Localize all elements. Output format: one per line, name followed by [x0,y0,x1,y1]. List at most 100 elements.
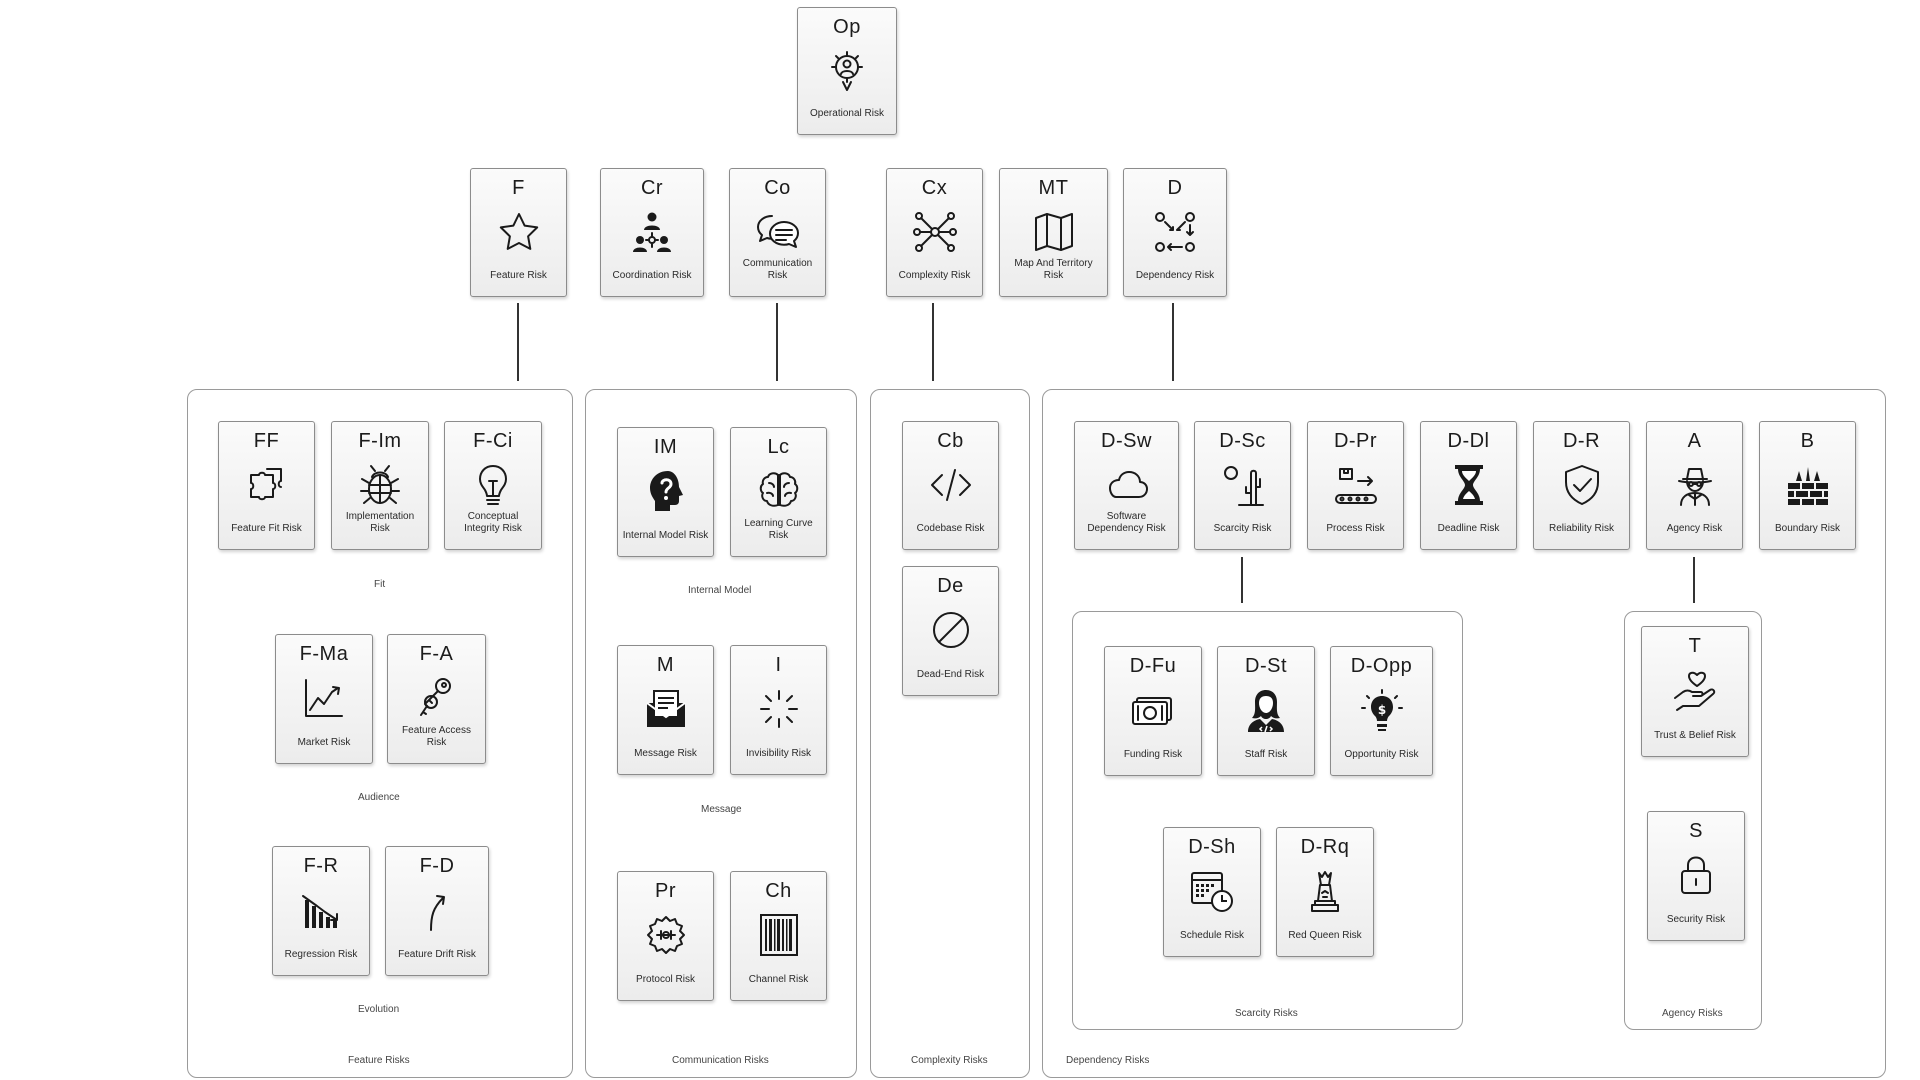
risk-code: D-Opp [1350,655,1413,677]
lightbulb-dollar-icon: $ [1358,686,1406,734]
hand-heart-icon [1671,666,1719,714]
risk-label: Map And Territory Risk [1014,258,1093,281]
risk-code: D-St [1245,655,1287,677]
connector-feature [517,303,519,381]
dependency-risks-group [1042,389,1886,1078]
risk-code: D-Fu [1129,655,1177,677]
risk-label: Trust & Belief Risk [1654,730,1736,741]
risk-code: M [656,654,675,676]
risk-code: IM [653,436,678,458]
risk-label: Regression Risk [284,949,358,960]
risk-label: Channel Risk [748,974,809,985]
code-icon [927,461,975,509]
risk-label: Operational Risk [810,108,884,119]
protocol-gear-icon [642,911,690,959]
risk-code: Co [764,177,791,199]
risk-label: Scarcity Risk [1213,523,1272,534]
envelope-icon [642,685,690,733]
risk-code: I [775,654,782,676]
risk-code: F-D [419,855,455,877]
risk-card-feature-drift-risk[interactable]: F-D Feature Drift Risk [385,846,489,976]
complexity-risks-title: Complexity Risks [911,1055,988,1066]
risk-label: Dependency Risk [1135,270,1215,281]
audience-label: Audience [358,792,400,803]
staff-person-icon [1242,686,1290,734]
risk-code: Ch [765,880,792,902]
cloud-icon [1103,461,1151,509]
risk-code: Cb [937,430,964,452]
cactus-sun-icon [1219,461,1267,509]
risk-card-opportunity-risk[interactable]: D-Opp$Opportunity Risk [1330,646,1433,776]
chart-up-icon [300,674,348,722]
risk-code: Pr [655,880,676,902]
gear-person-icon [823,47,871,95]
risk-code: F-Im [358,430,402,452]
risk-label: Conceptual Integrity Risk [464,511,522,534]
risk-label: Communication Risk [742,258,813,281]
risk-label: Funding Risk [1123,749,1183,760]
risk-label: Feature Drift Risk [398,949,476,960]
risk-label: Agency Risk [1666,523,1723,534]
risk-code: De [937,575,964,597]
star-icon [495,208,543,256]
chess-queen-icon [1301,867,1349,915]
risk-card-message-risk[interactable]: M Message Risk [617,645,714,775]
risk-label: Feature Access Risk [402,725,471,748]
chart-down-icon [297,886,345,934]
feature-risks-title: Feature Risks [348,1055,410,1066]
communication-risks-title: Communication Risks [672,1055,769,1066]
risk-label: Implementation Risk [345,511,415,534]
fit-label: Fit [374,579,386,590]
risk-label: Message Risk [634,748,697,759]
connector-communication [776,303,778,381]
risk-code: Cx [921,177,948,199]
risk-label: Coordination Risk [612,270,692,281]
map-icon [1030,208,1078,256]
feature-risks-group [187,389,573,1078]
dependency-arrows-icon [1151,208,1199,256]
bug-icon [356,461,404,509]
risk-code: A [1687,430,1702,452]
padlock-icon [1672,851,1720,899]
connector-dependency [1172,303,1174,381]
risk-label: Boundary Risk [1774,523,1841,534]
risk-code: Op [833,16,861,38]
risk-code: Cr [640,177,664,199]
risk-label: Internal Model Risk [622,530,709,541]
agency-risks-title: Agency Risks [1662,1008,1723,1019]
risk-card-internal-model-risk[interactable]: IM Internal Model Risk [617,427,714,557]
communication-risks-group [585,389,857,1078]
risk-card-agency-risk[interactable]: A Agency Risk [1646,421,1743,550]
